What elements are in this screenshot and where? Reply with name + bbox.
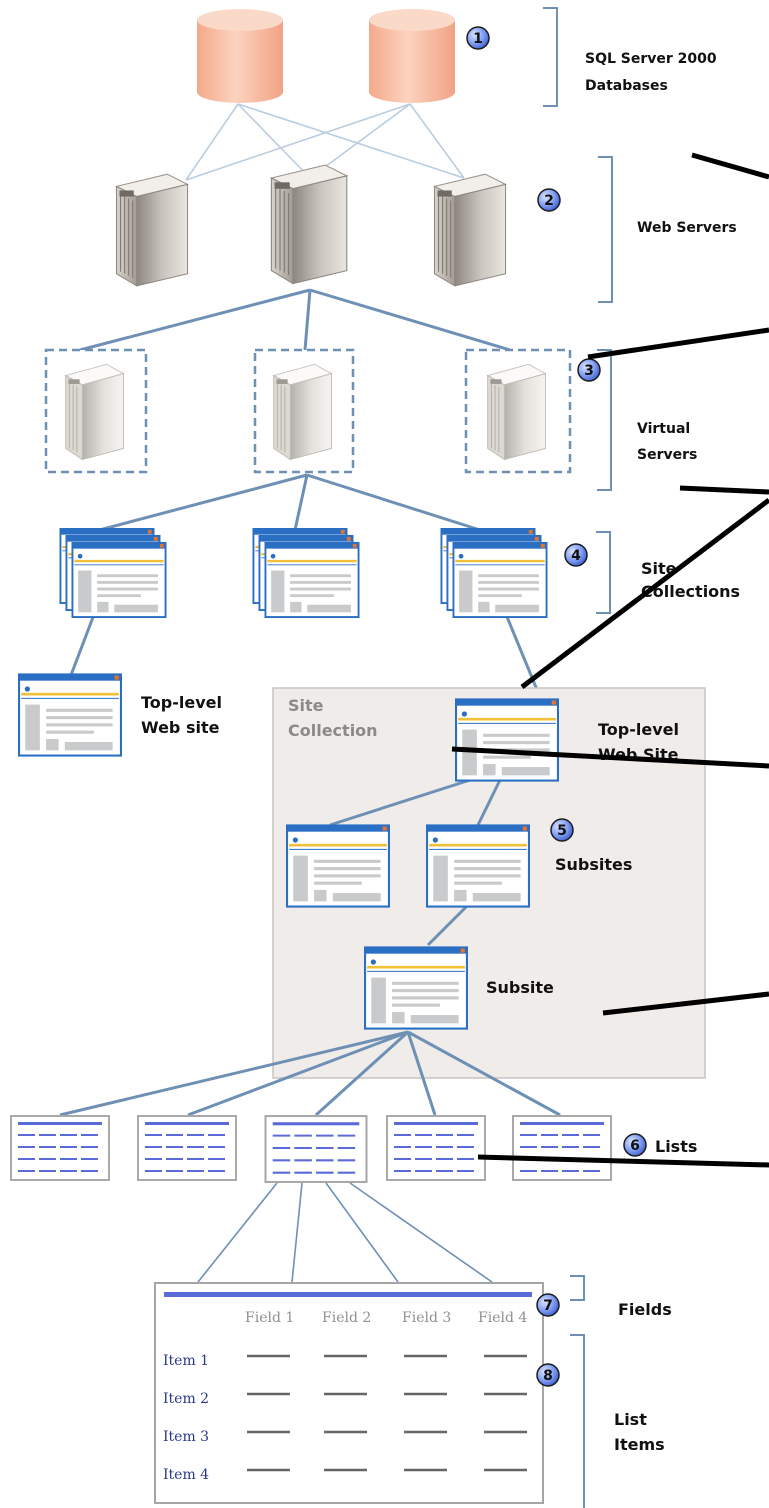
virtual-label: Virtual: [637, 421, 690, 437]
subsite-links: [329, 778, 502, 947]
item-3-label: Item 3: [163, 1429, 209, 1445]
list-items-label-line1: List: [614, 1410, 647, 1429]
table-header-bar: [164, 1292, 532, 1297]
list-icon: [10, 1115, 110, 1181]
svg-text:5: 5: [557, 823, 567, 839]
subsite-window-icon: [364, 946, 468, 1030]
annotation-pointers: [451, 152, 769, 1168]
site-collection-stack: [59, 528, 167, 618]
item-value-dashes: [247, 1354, 527, 1472]
badge-2: 2: [537, 188, 561, 212]
database-icon: [369, 9, 455, 103]
list-icon: [386, 1115, 486, 1181]
list-icon: [137, 1115, 237, 1181]
field-2-header: Field 2: [322, 1310, 371, 1326]
web-server-icon: [270, 164, 348, 285]
databases-label: Databases: [585, 78, 668, 94]
badge-7: 7: [536, 1293, 560, 1317]
field-3-header: Field 3: [402, 1310, 451, 1326]
top-level-site-window-icon: [455, 698, 559, 782]
badge-6: 6: [623, 1133, 647, 1157]
web-server-icon: [115, 173, 189, 287]
webserver-to-virtual-links: [66, 288, 542, 698]
subsite-label: Subsite: [486, 978, 554, 997]
badge-5: 5: [550, 818, 574, 842]
svg-text:1: 1: [473, 31, 483, 47]
svg-text:8: 8: [543, 1368, 553, 1384]
list-items-label-line2: Items: [614, 1435, 665, 1454]
subsite-window-icon: [426, 824, 530, 908]
top-level-site-label-line2: Web site: [141, 718, 220, 737]
field-1-header: Field 1: [245, 1310, 294, 1326]
site-collections-label-line1: Site: [641, 559, 677, 578]
list-icon: [264, 1115, 368, 1183]
virtual-server-icon: [273, 363, 332, 461]
site-collection-title-line1: Site: [288, 696, 324, 715]
svg-text:7: 7: [543, 1298, 553, 1314]
top-level-site-label-line1: Top-level: [141, 693, 222, 712]
badge-3: 3: [577, 358, 601, 382]
top-level-web-site-label-line1: Top-level: [598, 720, 679, 739]
field-4-header: Field 4: [478, 1310, 527, 1326]
web-servers-label: Web Servers: [637, 220, 737, 236]
badge-4: 4: [564, 543, 588, 567]
svg-text:3: 3: [584, 363, 594, 379]
subsite-to-lists-links: [59, 1030, 561, 1117]
fields-label: Fields: [618, 1300, 672, 1319]
lists-label: Lists: [655, 1137, 697, 1156]
svg-text:4: 4: [571, 548, 581, 564]
item-4-label: Item 4: [163, 1467, 209, 1483]
list-icon: [512, 1115, 612, 1181]
site-collection-stack: [252, 528, 360, 618]
badge-8: 8: [536, 1363, 560, 1387]
svg-text:2: 2: [544, 193, 554, 209]
virtual-server-icon: [487, 363, 546, 461]
badge-1: 1: [466, 26, 490, 50]
virtual-server-icon: [65, 363, 124, 461]
sql-server-label: SQL Server 2000: [585, 51, 717, 67]
list-to-table-links: [197, 1182, 493, 1283]
database-icon: [197, 9, 283, 103]
top-level-site-window-icon: [18, 673, 122, 757]
db-to-webserver-links: [185, 103, 465, 181]
web-server-icon: [433, 173, 507, 287]
servers-label: Servers: [637, 447, 697, 463]
site-collection-stack: [440, 528, 548, 618]
subsite-window-icon: [286, 824, 390, 908]
item-2-label: Item 2: [163, 1391, 209, 1407]
item-1-label: Item 1: [163, 1353, 209, 1369]
site-collections-label-line2: Collections: [641, 582, 740, 601]
subsites-label: Subsites: [555, 855, 632, 874]
svg-text:6: 6: [630, 1138, 640, 1154]
site-collection-title-line2: Collection: [288, 721, 378, 740]
